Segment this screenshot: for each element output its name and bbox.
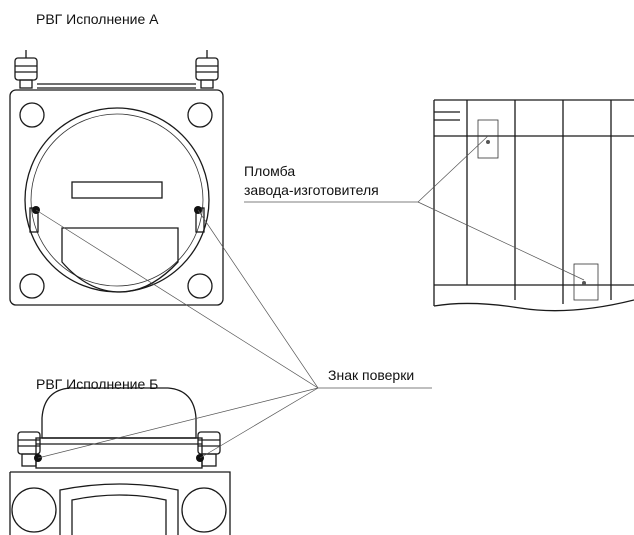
side-view-device: [433, 99, 634, 312]
rvg-variant-b-device: [9, 387, 231, 535]
variant-a-label: РВГ Исполнение А: [36, 11, 159, 27]
verification-mark-label: Знак поверки: [328, 367, 414, 383]
factory-seal-label-line1: Пломба: [244, 163, 295, 179]
variant-b-label: РВГ Исполнение Б: [36, 376, 158, 392]
leader-lines: [35, 135, 585, 459]
rvg-variant-a-device: [9, 50, 224, 306]
factory-seal-label-line2: завода-изготовителя: [244, 182, 379, 198]
